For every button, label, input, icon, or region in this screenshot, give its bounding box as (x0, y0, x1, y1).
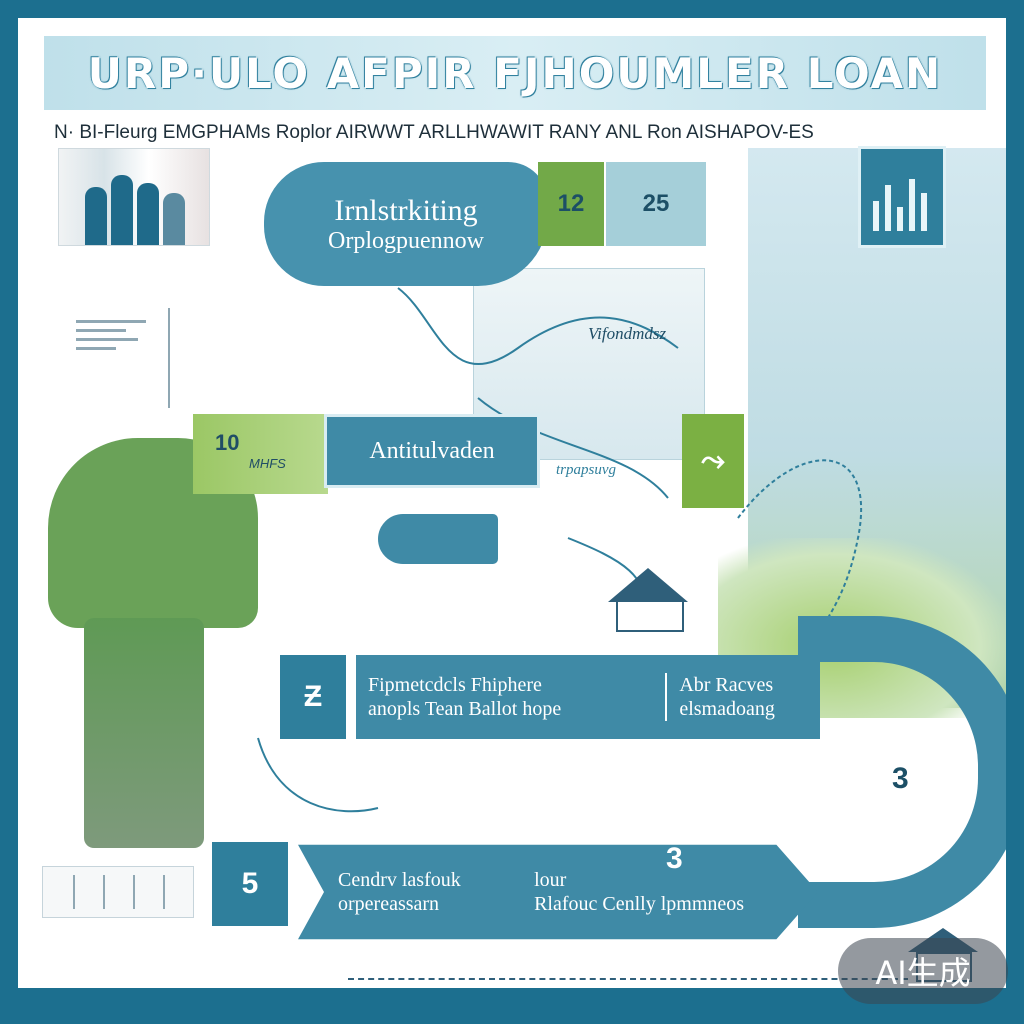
wide-step-icon: Ƶ (303, 680, 323, 713)
document-lines-icon (76, 314, 156, 404)
people-photo-icon (58, 148, 210, 246)
wide-step-left-line1: Fipmetcdcls Fhiphere (368, 674, 542, 696)
document-card (148, 308, 170, 408)
step-5-box: 5 (208, 838, 292, 930)
ai-watermark: AI生成 (838, 938, 1008, 1004)
step-5-number: 5 (241, 867, 259, 900)
step-bubble-line1: Irnlstrkiting (334, 193, 478, 227)
step-bubble-top: Irnlstrkiting Orplogpuennow (264, 162, 548, 286)
bottom-step-right-line2: Rlafouc Cenlly lpmmneos (534, 893, 745, 915)
poster-subtitle: N· BI-Fleurg EMGPHAMs Roplor AIRWWT ARLL… (54, 122, 814, 143)
wide-step-right: Abr Racves elsmadoang (665, 673, 820, 721)
swoop-step-number: 3 (892, 762, 909, 795)
wide-step-banner: Fipmetcdcls Fhiphere anopls Tean Ballot … (356, 655, 820, 739)
main-step-box: Antitulvaden (324, 414, 540, 488)
wide-step-icon-box: Ƶ (280, 655, 346, 739)
step-12-number: 12 (557, 190, 585, 217)
wide-step-left-line2: anopls Tean Ballot hope (368, 698, 562, 720)
bottom-step-arrow: Cendrv lasfouk orpereassarn lour Rlafouc… (298, 844, 818, 940)
bottom-step-right-line1: lour (534, 869, 567, 891)
step-bubble-line2: Orplogpuennow (328, 227, 484, 254)
wide-step-right-line1: Abr Racves (679, 674, 774, 696)
wide-step-right-line2: elsmadoang (679, 698, 775, 720)
title-banner: URP·ULO AFPIR FJHOUMLER LOAN (44, 36, 986, 110)
step-25-number: 25 (642, 190, 670, 217)
ribbon-arrow (378, 514, 498, 564)
bottom-step-left-line1: Cendrv lasfouk (338, 869, 461, 891)
wide-step-left: Fipmetcdcls Fhiphere anopls Tean Ballot … (356, 673, 665, 721)
infographic-poster: URP·ULO AFPIR FJHOUMLER LOAN N· BI-Fleur… (18, 18, 1006, 988)
handwritten-note-mid: trpapsuvg (556, 462, 616, 478)
bottom-step-number: 3 (666, 842, 683, 875)
step-10-label: MHFS (249, 456, 286, 471)
bar-chart-icon (858, 146, 946, 248)
green-step-symbol: ⤳ (701, 444, 725, 477)
poster-title: URP·ULO AFPIR FJHOUMLER LOAN (87, 48, 943, 98)
step-12-box: 12 (538, 162, 604, 246)
green-step-box: ⤳ (682, 414, 744, 508)
bottom-step-right: lour Rlafouc Cenlly lpmmneos (524, 868, 818, 916)
bottom-left-cards (42, 866, 194, 918)
step-10-band: 10 MHFS (193, 414, 328, 494)
bottom-step-left-line2: orpereassarn (338, 893, 440, 915)
main-step-label: Antitulvaden (369, 437, 495, 464)
step-25-box: 25 (606, 162, 706, 246)
house-roof-icon (608, 568, 688, 602)
step-10-number: 10 (215, 430, 240, 455)
house-icon (616, 600, 684, 632)
bottom-step-left: Cendrv lasfouk orpereassarn (298, 868, 524, 916)
middle-illustration (358, 508, 688, 648)
handwritten-note-top: Vifondmdsz (588, 324, 667, 343)
dashed-baseline (348, 978, 908, 980)
